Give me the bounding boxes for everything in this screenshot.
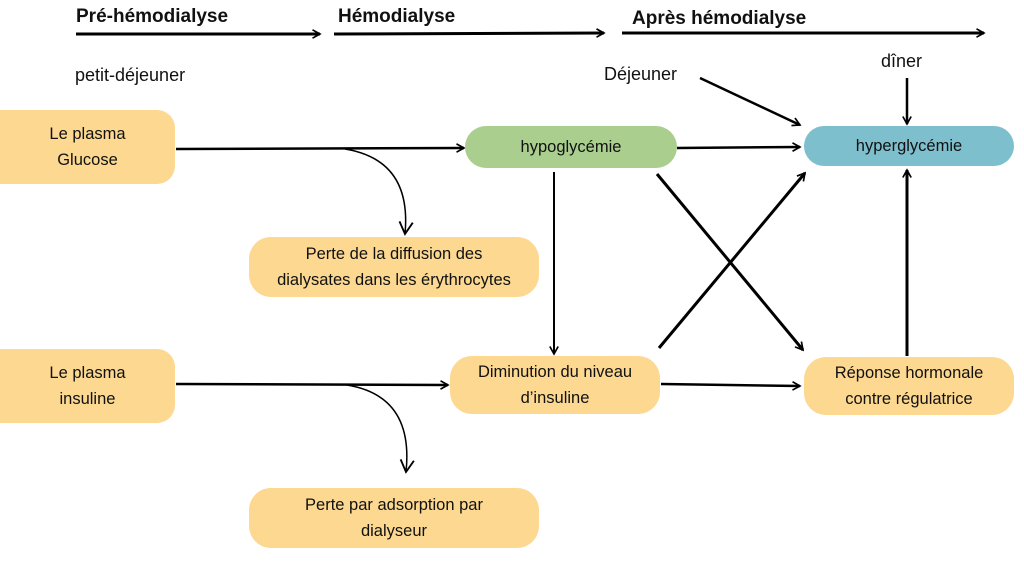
meal-dinner: dîner — [881, 51, 923, 71]
node-hypoglycemia-label: hypoglycémie — [520, 138, 622, 156]
node-loss-diffusion: Perte de la diffusion des dialysates dan… — [249, 237, 539, 297]
arrow-insulin-to-insulin-decrease — [175, 384, 448, 385]
node-insulin-decrease-line2: d’insuline — [520, 389, 590, 407]
node-counter-regulatory: Réponse hormonale contre régulatrice — [804, 357, 1014, 415]
node-loss-adsorption: Perte par adsorption par dialyseur — [249, 488, 539, 548]
phase-post-hemodialysis: Après hémodialyse — [632, 8, 807, 29]
arrow-insulin-decrease-to-hyperglycemia — [657, 173, 807, 349]
node-loss-adsorption-line2: dialyseur — [360, 522, 428, 540]
node-plasma-insulin-line1: Le plasma — [49, 364, 126, 382]
curve-insulin-to-adsorption-loss — [346, 384, 415, 474]
node-loss-diffusion-line2: dialysates dans les érythrocytes — [277, 271, 511, 289]
phase-pre-hemodialysis: Pré-hémodialyse — [76, 6, 229, 27]
arrow-insulin-decrease-to-counter-regulatory — [660, 384, 800, 386]
arrow-glucose-to-hypoglycemia — [175, 148, 464, 149]
timeline-arrow-during — [333, 33, 604, 34]
arrow-hypoglycemia-to-hyperglycemia — [676, 147, 800, 148]
node-plasma-insulin-line2: insuline — [59, 390, 116, 408]
node-loss-diffusion-line1: Perte de la diffusion des — [305, 245, 483, 263]
node-plasma-insulin: Le plasma insuline — [0, 349, 175, 423]
curve-glucose-to-diffusion-loss — [344, 148, 414, 236]
arrow-lunch-to-hyperglycemia — [699, 76, 800, 125]
meal-breakfast: petit-déjeuner — [75, 65, 186, 85]
node-counter-regulatory-line1: Réponse hormonale — [834, 364, 984, 382]
node-plasma-glucose-line1: Le plasma — [49, 125, 126, 143]
node-loss-adsorption-line1: Perte par adsorption par — [305, 496, 483, 514]
node-insulin-decrease-line1: Diminution du niveau — [477, 363, 633, 381]
node-plasma-glucose: Le plasma Glucose — [0, 110, 175, 184]
node-hyperglycemia: hyperglycémie — [804, 126, 1014, 166]
node-insulin-decrease: Diminution du niveau d’insuline — [450, 356, 660, 414]
node-hyperglycemia-label: hyperglycémie — [855, 137, 963, 155]
node-plasma-glucose-line2: Glucose — [57, 151, 118, 169]
meal-lunch: Déjeuner — [604, 64, 678, 84]
node-hypoglycemia: hypoglycémie — [465, 126, 677, 168]
phase-hemodialysis: Hémodialyse — [338, 6, 456, 27]
node-counter-regulatory-line2: contre régulatrice — [845, 390, 973, 408]
